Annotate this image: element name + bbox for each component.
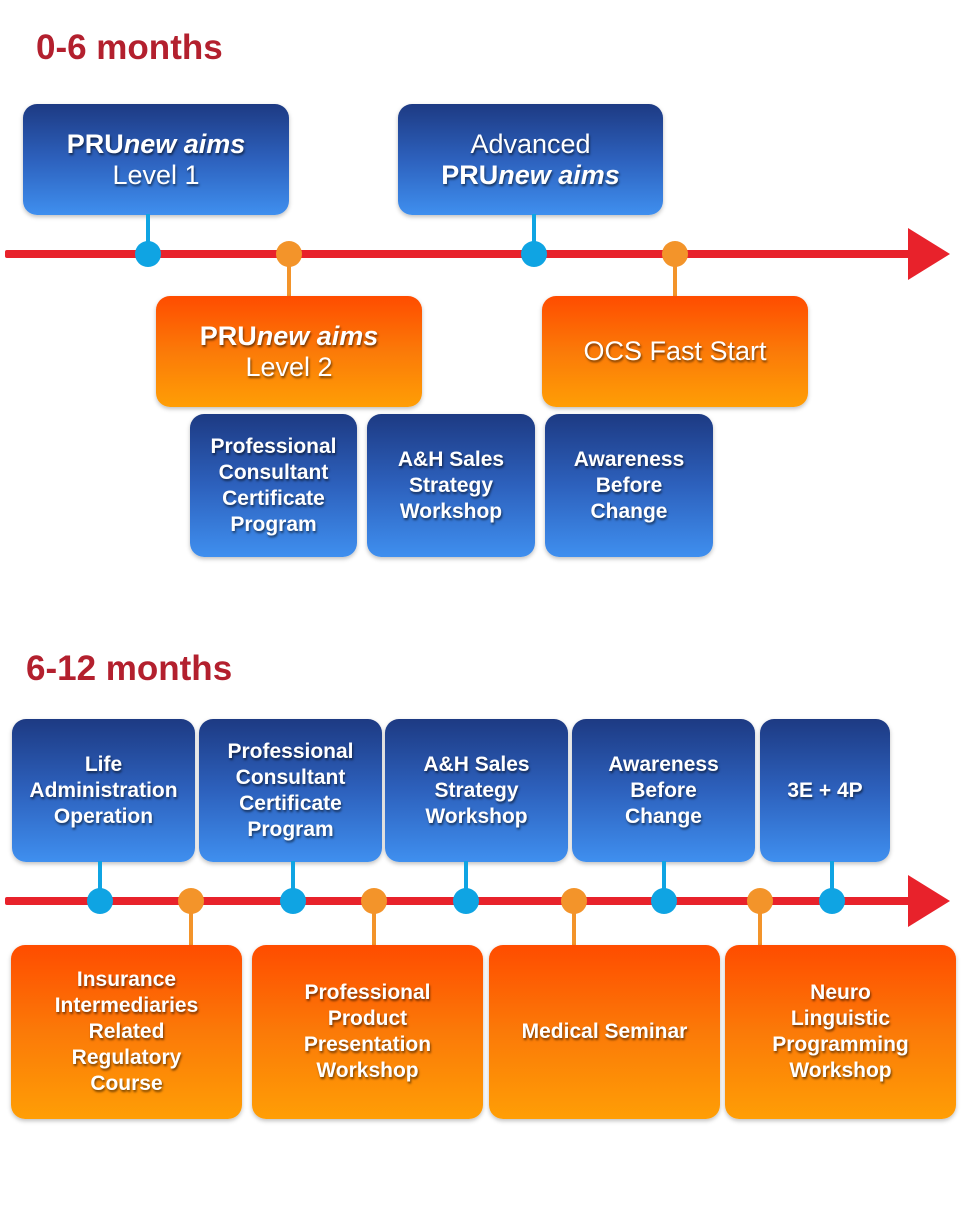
connector-stem (372, 910, 376, 946)
connector-stem (287, 262, 291, 297)
box-label-line: Professional (227, 739, 354, 763)
timeline-marker-dot (819, 888, 845, 914)
box-label-line: Before (630, 778, 697, 802)
box-label-line: Medical Seminar (521, 1020, 688, 1043)
box-label-line: A&H Sales (397, 447, 505, 471)
box-label-line: Certificate (222, 486, 325, 510)
box-label-line: Level 1 (112, 159, 200, 190)
timeline-marker-dot (178, 888, 204, 914)
box-label-line: Strategy (408, 473, 494, 497)
brand-suffix: new aims (498, 159, 620, 190)
box-label-line: Related (88, 1020, 165, 1043)
box-label-line: Certificate (239, 791, 342, 815)
course-box-medical-seminar: Medical Seminar (489, 945, 720, 1119)
box-label-line: Program (230, 512, 317, 536)
timeline-marker-dot (561, 888, 587, 914)
box-label-line: Level 2 (245, 351, 333, 382)
connector-stem (830, 861, 834, 893)
box-label-line: Insurance (76, 968, 177, 991)
timeline-marker-dot (651, 888, 677, 914)
course-box-3e-4p: 3E + 4P (760, 719, 890, 862)
box-label-line: Strategy (434, 778, 519, 802)
box-label-line: Life (84, 752, 123, 776)
box-label-line: Product (327, 1007, 408, 1030)
connector-stem (758, 910, 762, 946)
section-title-0-6-months: 0-6 months (36, 28, 223, 67)
box-label-line: Professional (304, 981, 431, 1004)
box-label-line: Administration (29, 778, 178, 802)
box-label-line: Consultant (218, 460, 329, 484)
timeline-arrowhead (908, 228, 950, 280)
timeline-arrowhead (908, 875, 950, 927)
connector-stem (532, 214, 536, 244)
brand-prefix: PRU (199, 320, 257, 351)
box-label-line: Presentation (303, 1033, 432, 1056)
timeline-marker-dot (280, 888, 306, 914)
box-label-line: Before (595, 473, 663, 497)
box-label-line: Change (624, 804, 702, 828)
timeline-marker-dot (747, 888, 773, 914)
brand-suffix: new aims (123, 128, 246, 159)
box-label-line: PRUnew aims (67, 129, 246, 160)
box-label-line: Professional (210, 434, 337, 458)
timeline-marker-dot (87, 888, 113, 914)
connector-stem (189, 910, 193, 946)
box-label-line: Intermediaries (54, 994, 199, 1017)
box-label-line: 3E + 4P (787, 778, 863, 802)
section-title-6-12-months: 6-12 months (26, 649, 233, 688)
box-label-line: Workshop (316, 1059, 419, 1082)
brand-prefix: PRU (66, 128, 124, 159)
connector-stem (673, 262, 677, 297)
box-label-line: Workshop (789, 1059, 892, 1082)
box-label-line: Change (590, 499, 668, 523)
box-label-line: Awareness (573, 447, 685, 471)
timeline-marker-dot (521, 241, 547, 267)
connector-stem (146, 214, 150, 244)
box-label-line: Course (90, 1072, 163, 1095)
box-label-line: PRUnew aims (441, 160, 620, 191)
box-label-line: A&H Sales (423, 752, 530, 776)
connector-stem (98, 861, 102, 893)
timeline-axis (5, 250, 915, 258)
box-label-line: Neuro (810, 981, 871, 1004)
box-label-line: Advanced (470, 128, 591, 159)
box-label-line: Awareness (608, 752, 719, 776)
timeline-marker-dot (453, 888, 479, 914)
connector-stem (572, 910, 576, 946)
connector-stem (291, 861, 295, 893)
connector-stem (662, 861, 666, 893)
timeline-marker-dot (135, 241, 161, 267)
box-label-line: Regulatory (71, 1046, 182, 1069)
brand-prefix: PRU (441, 159, 499, 190)
box-label-line: PRUnew aims (200, 321, 379, 352)
box-label-line: Program (247, 817, 334, 841)
connector-stem (464, 861, 468, 893)
timeline-marker-dot (361, 888, 387, 914)
box-label-line: Workshop (425, 804, 528, 828)
box-label-line: Linguistic (790, 1007, 891, 1030)
box-label-line: Operation (53, 804, 154, 828)
box-label-line: Programming (772, 1033, 909, 1056)
box-label-line: Consultant (235, 765, 346, 789)
box-label-line: OCS Fast Start (583, 336, 767, 366)
course-box-ocs-fast-start: OCS Fast Start (542, 296, 808, 407)
brand-suffix: new aims (256, 320, 379, 351)
box-label-line: Workshop (399, 499, 503, 523)
